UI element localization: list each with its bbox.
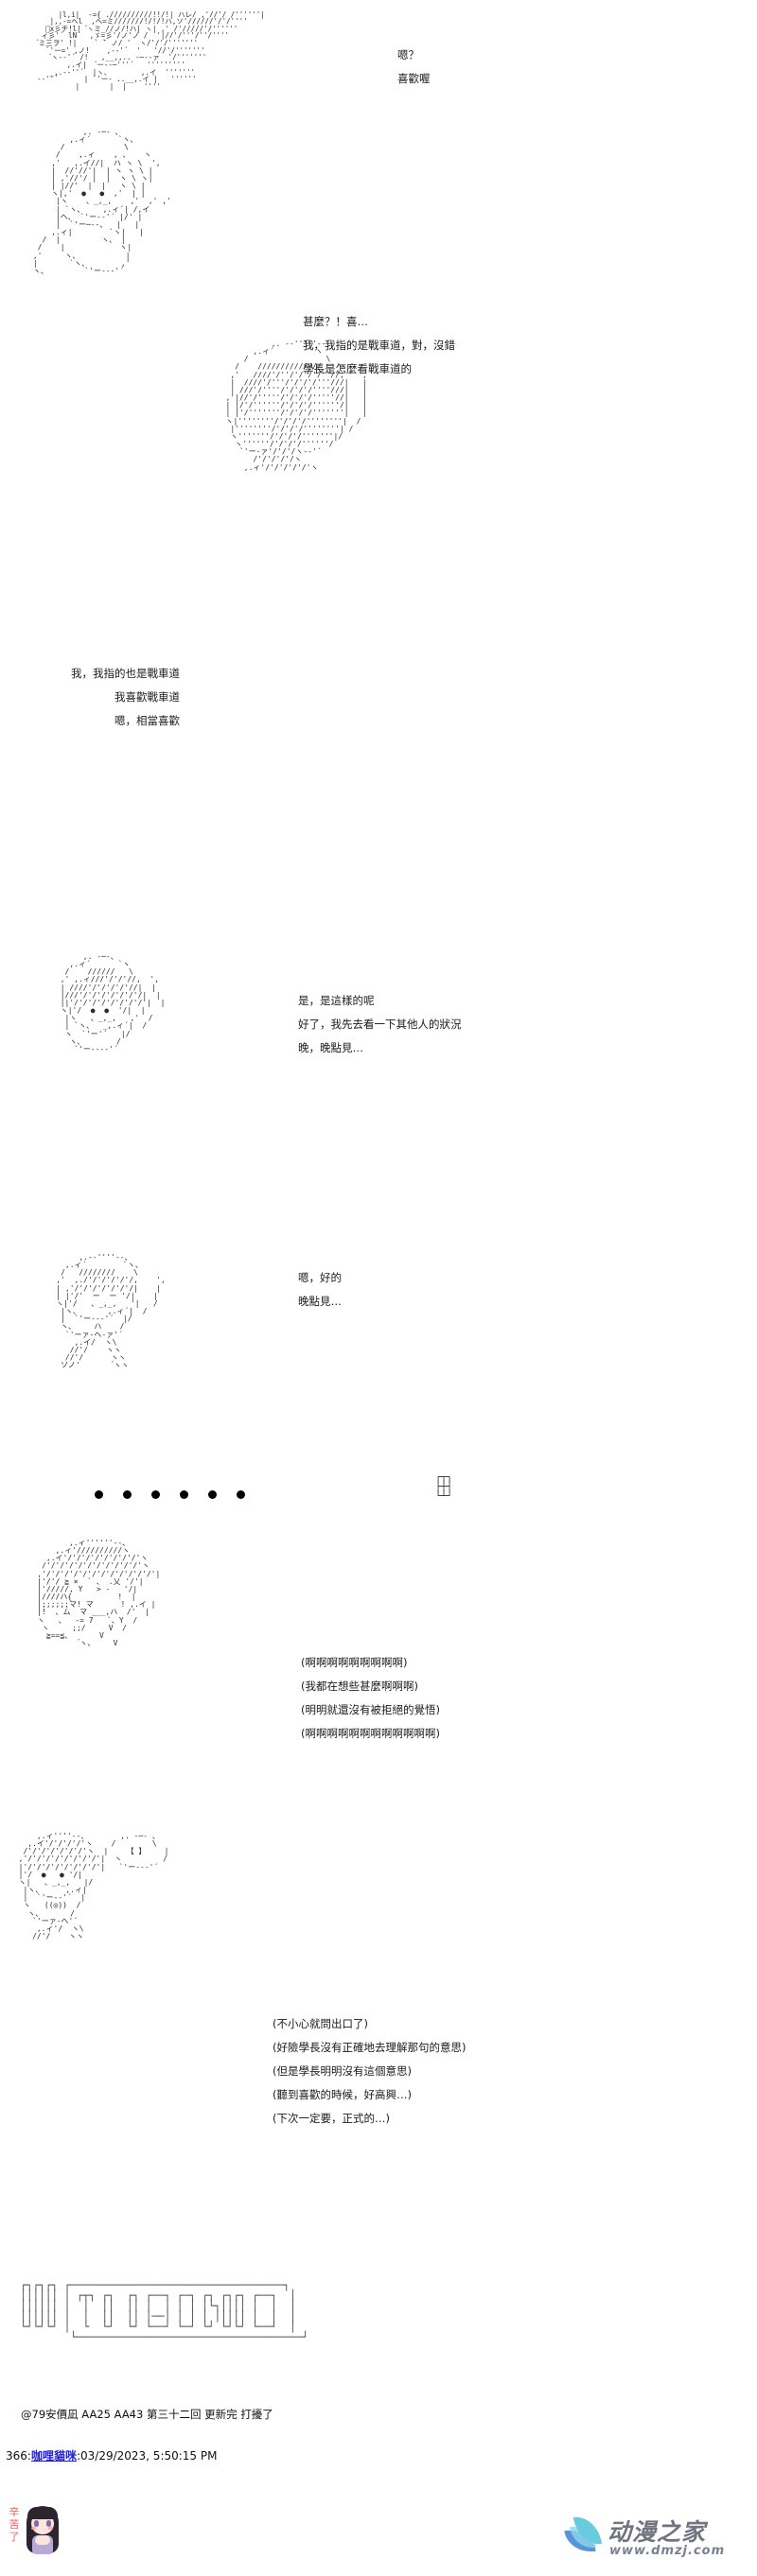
dialogue-line: 是，是這樣的呢 — [298, 994, 375, 1007]
dialogue-line: 嗯，相當喜歡 — [114, 714, 180, 728]
chibi-fringe — [27, 2507, 58, 2519]
separator-dot — [95, 1490, 103, 1499]
dialogue-panel-7: (不小心就問出口了) (好險學長沒有正確地去理解那句的意思) (但是學長明明沒有… — [273, 2018, 466, 2136]
chibi-blush-right — [48, 2527, 53, 2530]
separator-dot — [123, 1490, 132, 1499]
sticker-kanji-text: 辛苦了 — [9, 2506, 20, 2543]
ascii-art-panel-6: ,.ィ''''''‐-、 ,.ィ'//////////ヽ ,.イ'/'/'/'/… — [37, 1539, 161, 1648]
dialogue-line: (啊啊啊啊啊啊啊啊啊啊啊啊) — [301, 1727, 440, 1741]
chibi-eye-right — [46, 2520, 51, 2527]
ascii-art-panel-2: ,. -─- 、 ,.ィ´ `ヽ、 / \ / ,.ィ , 、 ヽ ,' ,.イ… — [32, 128, 171, 275]
dialogue-panel-4: 是，是這樣的呢 好了，我先去看一下其他人的狀況 晚，晚點見… — [298, 995, 462, 1066]
dmzj-leaf-icon — [564, 2514, 603, 2557]
dialogue-line: 嗯，好的 — [298, 1271, 342, 1284]
dialogue-panel-2: 甚麼？！喜… 我，我指的是戰車道，對，沒錯 學長是怎麼看戰車道的 — [303, 316, 455, 387]
meta-colon-2: : — [76, 2449, 81, 2463]
dialogue-line: (下次一定要，正式的…) — [273, 2112, 390, 2126]
separator-dot — [151, 1490, 160, 1499]
dialogue-line: 嗯？ — [397, 48, 419, 61]
dmzj-logo: 动漫之家 www.dmzj.com — [560, 2510, 746, 2565]
dialogue-line: 喜歡喔 — [397, 72, 431, 86]
ascii-art-panel-4: ,. -─-、 ,.ィ´ `ヽ / ////// \ ,' ,.ィ///'/'/… — [60, 952, 166, 1053]
dialogue-line: 我，我指的是戰車道，對，沒錯 — [303, 339, 455, 353]
post-meta: 366:咖哩貓咪:03/29/2023, 5:50:15 PM — [6, 2447, 217, 2463]
dialogue-line: (啊啊啊啊啊啊啊啊啊) — [301, 1656, 408, 1669]
dialogue-line: 晚，晚點見… — [298, 1041, 363, 1055]
separator-dot — [237, 1490, 245, 1499]
post-caption: @79安價凪 AA25 AA43 第三十二回 更新完 打擾了 — [21, 2408, 273, 2421]
separator-dot — [180, 1490, 188, 1499]
post-timestamp: 03/29/2023, 5:50:15 PM — [80, 2449, 218, 2463]
chibi-sticker: 辛苦了 — [8, 2502, 66, 2559]
dialogue-line: 學長是怎麼看戰車道的 — [303, 362, 412, 376]
dialogue-line: (我都在想些甚麼啊啊啊) — [301, 1680, 418, 1694]
ascii-art-panel-5: ,.-‐''''‐-、 ,.ィ´ `ヽ、 / //////// \ ,' ,./… — [56, 1253, 166, 1370]
separator-dot — [208, 1490, 217, 1499]
dialogue-panel-3: 我，我指的也是戰車道 我喜歡戰車道 嗯，相當喜歡 — [9, 668, 180, 739]
ascii-art-panel-7: ,.ィ''''‐-、 ,. -─- 、 ,.イ'/'/'/'/'ヽ / \ /'… — [18, 1832, 169, 1941]
dot-separator — [95, 1490, 245, 1499]
separator-glyph-art: ┌┬┐ ├┼┤ └┴┘ — [435, 1472, 453, 1503]
dialogue-line: (好險學長沒有正確地去理解那句的意思) — [273, 2041, 467, 2055]
dialogue-panel-1: 嗯？ 喜歡喔 — [397, 49, 431, 96]
dialogue-line: 晚點見… — [298, 1295, 342, 1309]
dialogue-line: 好了，我先去看一下其他人的狀況 — [298, 1018, 462, 1032]
dialogue-panel-6: (啊啊啊啊啊啊啊啊啊) (我都在想些甚麼啊啊啊) (明明就還沒有被拒絕的覺悟) … — [301, 1657, 440, 1751]
ascii-art-panel-1: |l,i| -={ .//////////!!/!| ハレ/ ,'//'/ /'… — [37, 9, 265, 91]
dmzj-url-text: www.dmzj.com — [609, 2544, 726, 2558]
dialogue-line: 我喜歡戰車道 — [114, 690, 180, 705]
dialogue-line: (聽到喜歡的時候，好高興…) — [273, 2088, 412, 2102]
dialogue-panel-5: 嗯，好的 晚點見… — [298, 1272, 342, 1319]
dialogue-line: 我，我指的也是戰車道 — [71, 667, 180, 680]
dmzj-brand-text: 动漫之家 — [607, 2518, 707, 2546]
dialogue-line: (但是學長明明沒有這個意思) — [273, 2064, 412, 2079]
chibi-hands — [35, 2535, 50, 2545]
post-author-link[interactable]: 咖哩貓咪 — [30, 2449, 77, 2463]
post-number: 366 — [6, 2449, 27, 2463]
chibi-blush-left — [31, 2527, 36, 2530]
chibi-character-image — [23, 2504, 62, 2557]
dialogue-line: (不小心就問出口了) — [273, 2017, 368, 2030]
dialogue-line: (明明就還沒有被拒絕的覺悟) — [301, 1703, 440, 1717]
ascii-art-panel-3: ,. -‐'''''‐- 、 ,.ィ´ `ヽ / \ / ///////////… — [225, 339, 367, 472]
to-be-continued-banner: ┌┐┌┐┌┐ ┌────────────────────────────────… — [20, 2279, 308, 2343]
chibi-eye-left — [34, 2520, 39, 2527]
dialogue-line: 甚麼？！喜… — [303, 315, 368, 328]
meta-colon-1: : — [26, 2449, 31, 2463]
